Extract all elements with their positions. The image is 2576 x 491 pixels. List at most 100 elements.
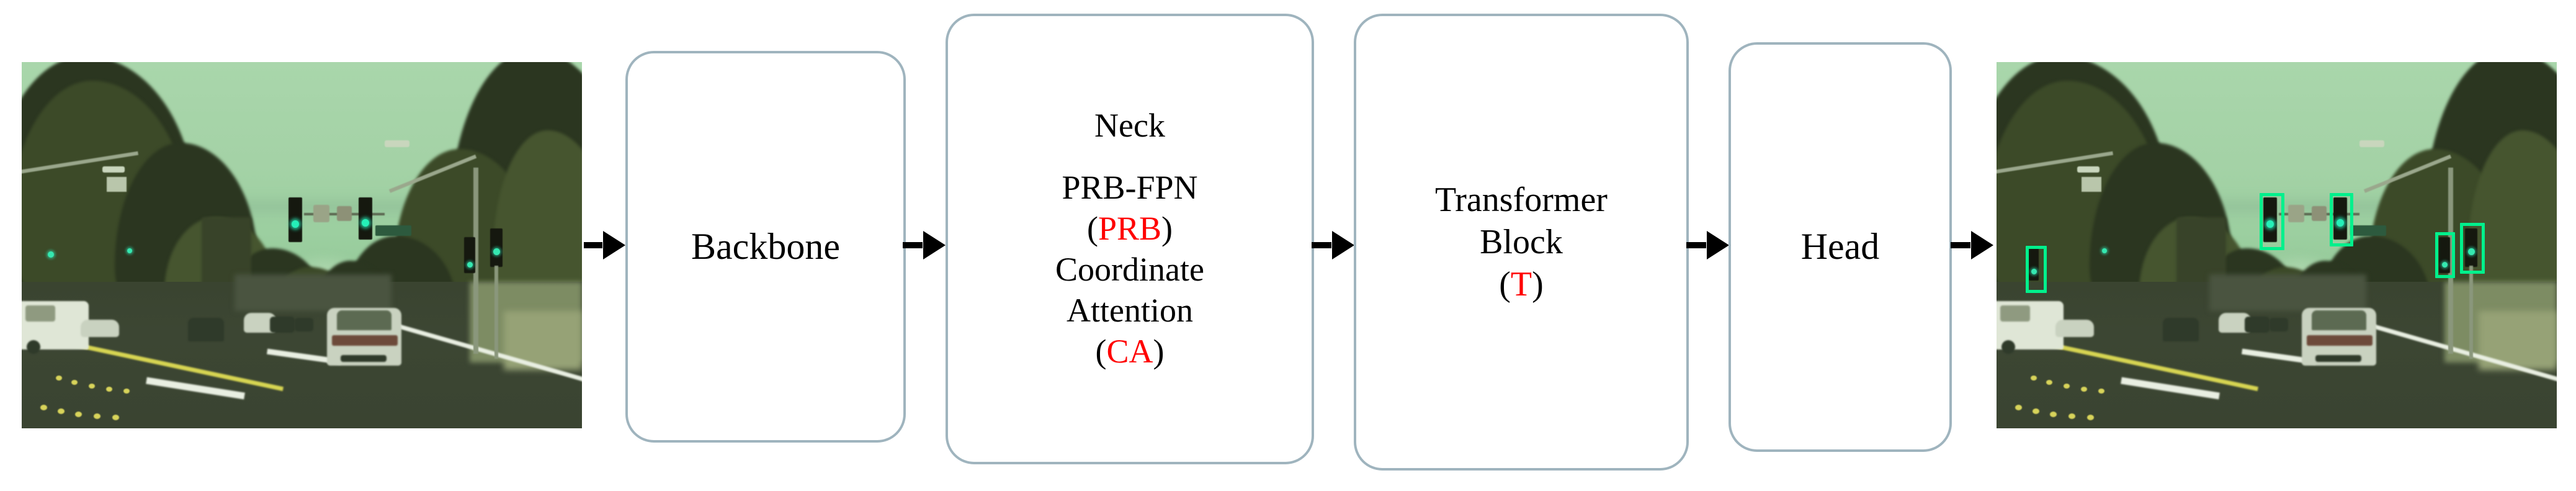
vehicle-oncoming-4: [2270, 318, 2288, 331]
paren-close: ): [1161, 210, 1173, 248]
signal-pole-right-far: [494, 266, 498, 359]
block-neck-line-prbfpn: PRB-FPN: [1062, 169, 1198, 207]
signal-pole-right-far: [2469, 266, 2473, 359]
botts-dot-7: [2033, 408, 2039, 414]
botts-dot-10: [112, 415, 119, 420]
botts-dot-4: [106, 387, 112, 392]
detection-box-traffic-light-2: [2260, 193, 2284, 250]
traffic-light-overhead-right-bulb: [362, 219, 369, 227]
paren-close-ca: ): [1153, 332, 1165, 370]
botts-dot-9: [2068, 413, 2075, 419]
traffic-light-pole-right-far: [2465, 228, 2477, 267]
vehicle-oncoming-3: [270, 317, 295, 333]
botts-dot-3: [89, 384, 95, 389]
output-road-scene-detections: [1997, 62, 2557, 428]
botts-dot-7: [58, 408, 65, 414]
detection-box-traffic-light-4: [2435, 232, 2455, 278]
block-neck[interactable]: Neck PRB-FPN (PRB) Coordinate Attention …: [946, 14, 1314, 464]
botts-dot-1: [56, 376, 62, 381]
block-transformer[interactable]: Transformer Block (T): [1354, 14, 1689, 471]
traffic-light-pole-right-far-bulb: [2468, 248, 2475, 255]
traffic-light-overhead-left: [288, 197, 302, 242]
botts-dot-6: [2015, 405, 2022, 410]
vehicle-lead-car-taillights: [2307, 335, 2373, 346]
traffic-light-overhead-left-bulb: [2266, 220, 2274, 228]
overhead-sign-1: [2288, 205, 2304, 222]
vehicle-oncoming-4: [295, 318, 313, 331]
arrow-neck-to-transformer: [1312, 242, 1331, 248]
vehicle-pickup-wheel: [27, 340, 40, 354]
road-distance: [2209, 274, 2366, 312]
botts-dot-8: [2050, 412, 2057, 417]
botts-dot-3: [2064, 384, 2070, 389]
block-head-label: Head: [1800, 226, 1880, 268]
vehicle-oncoming-1: [2163, 318, 2199, 341]
vehicle-oncoming-1: [188, 318, 224, 341]
traffic-light-overhead-right-bulb: [2337, 219, 2344, 227]
block-transformer-line-2: Block: [1480, 222, 1563, 261]
street-name-sign: [2350, 225, 2386, 236]
sign-box-left: [2082, 177, 2101, 192]
block-neck-line-attention: Attention: [1067, 291, 1193, 329]
botts-dot-6: [40, 405, 47, 410]
light-pole-right: [2448, 168, 2453, 354]
arrow-transformer-to-head: [1686, 242, 1706, 248]
lamp-head-left: [102, 166, 125, 173]
light-pole-right: [473, 168, 478, 354]
botts-dot-8: [75, 412, 82, 417]
block-neck-line-prb: (PRB): [952, 209, 1308, 250]
block-neck-line-ca: (CA): [952, 331, 1308, 372]
lamp-head-left: [2077, 166, 2100, 173]
detection-box-traffic-light-5: [2460, 223, 2485, 274]
botts-dot-4: [2081, 387, 2087, 392]
vehicle-lead-car-window: [337, 310, 391, 330]
vehicle-lead-car-taillights: [332, 335, 398, 346]
botts-dot-10: [2087, 415, 2094, 420]
traffic-light-pole-right-near: [464, 237, 475, 273]
prb-highlight: PRB: [1098, 210, 1162, 248]
block-head[interactable]: Head: [1729, 42, 1952, 452]
traffic-light-pole-right-far: [490, 228, 503, 267]
detection-box-traffic-light-1: [2026, 246, 2047, 293]
overhead-sign-2: [337, 206, 352, 221]
overhead-sign-2: [2312, 206, 2327, 221]
botts-dot-2: [2046, 380, 2052, 385]
vehicle-lead-car-window: [2312, 310, 2366, 330]
arrow-backbone-to-neck: [903, 242, 923, 248]
botts-dot-1: [2031, 376, 2037, 381]
traffic-light-pole-right-far-bulb: [493, 248, 500, 255]
vehicle-sedan-left: [81, 320, 119, 337]
street-name-sign: [375, 225, 411, 236]
paren-open-t: (: [1499, 265, 1511, 304]
ped-signal-small: [2102, 248, 2107, 253]
vehicle-oncoming-3: [2245, 317, 2270, 333]
ca-highlight: CA: [1106, 332, 1153, 370]
detection-box-traffic-light-3: [2330, 193, 2353, 246]
arrow-head-to-output: [1951, 242, 1970, 248]
vehicle-pickup-window: [2000, 305, 2030, 322]
paren-open-ca: (: [1095, 332, 1107, 370]
traffic-light-pole-right-near-bulb: [467, 262, 473, 268]
vehicle-lead-car-plate: [2315, 355, 2361, 362]
block-neck-line-coordinate: Coordinate: [1055, 251, 1204, 288]
t-highlight: T: [1510, 265, 1532, 304]
traffic-light-overhead-right: [2333, 197, 2347, 240]
input-road-scene: [22, 62, 582, 428]
traffic-light-left-far-bulb: [48, 251, 54, 258]
traffic-light-overhead-left: [2263, 197, 2277, 242]
neck-spacer: [952, 146, 1308, 168]
block-backbone[interactable]: Backbone: [625, 51, 906, 443]
block-neck-heading: Neck: [1094, 107, 1165, 145]
traffic-light-pole-right-near-bulb: [2442, 262, 2448, 268]
overhead-sign-1: [313, 205, 329, 222]
traffic-light-left-far-bulb: [2031, 269, 2037, 274]
paren-open: (: [1086, 210, 1098, 248]
road-distance: [235, 274, 391, 312]
botts-dot-9: [94, 413, 101, 419]
sign-box-left: [107, 177, 127, 192]
lamp-head-right: [2359, 140, 2384, 147]
lamp-head-right: [385, 140, 409, 147]
block-backbone-label: Backbone: [691, 225, 840, 267]
block-transformer-line-1: Transformer: [1435, 180, 1608, 219]
